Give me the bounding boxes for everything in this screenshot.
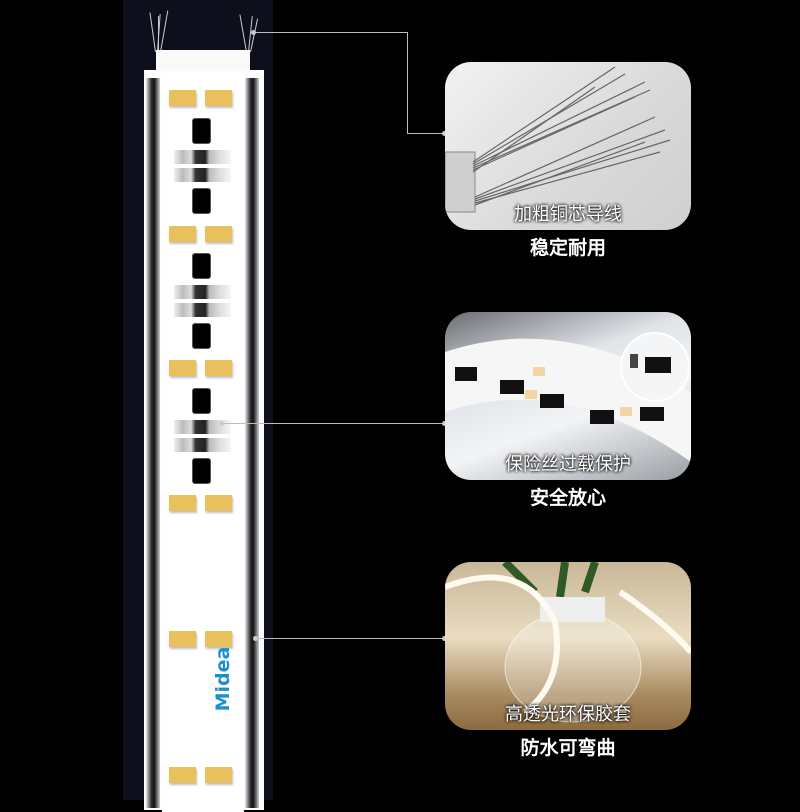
ic-chip (192, 458, 211, 484)
resistor (174, 420, 231, 434)
resistor (174, 168, 231, 182)
led-chip (169, 495, 196, 511)
callout-caption: 加粗铜芯导线 (514, 204, 622, 225)
circuit-board-illustration (445, 332, 691, 462)
led-chip (169, 767, 196, 783)
resistor (174, 150, 231, 164)
resistor (174, 438, 231, 452)
brand-logo: Midea (212, 646, 234, 712)
callout-card-wires: 加粗铜芯导线 (445, 62, 691, 230)
led-chip (205, 631, 232, 647)
strip-rail-right (245, 78, 259, 808)
led-chip (169, 360, 196, 376)
resistor (174, 303, 231, 317)
resistor (174, 285, 231, 299)
callout-card-fuse: 保险丝过载保护 (445, 312, 691, 480)
callout-subtitle: 安全放心 (529, 487, 606, 509)
copper-wires-illustration (445, 66, 671, 213)
glass-vase-illustration (445, 562, 691, 723)
ic-chip (192, 323, 211, 349)
ic-chip (192, 118, 211, 144)
led-chip (205, 226, 232, 242)
led-chip (205, 360, 232, 376)
led-chip (169, 90, 196, 106)
callout-caption: 高透光环保胶套 (505, 704, 631, 725)
callout-subtitle: 防水可弯曲 (520, 737, 616, 759)
strip-end-cap (156, 50, 250, 72)
callout-card-waterproof: 高透光环保胶套 (445, 562, 691, 730)
strip-rail-left (146, 78, 160, 808)
ic-chip (192, 188, 211, 214)
ic-chip (192, 253, 211, 279)
callout-subtitle: 稳定耐用 (529, 237, 606, 259)
led-chip (205, 495, 232, 511)
callout-caption: 保险丝过载保护 (505, 454, 631, 475)
led-chip (205, 767, 232, 783)
led-chip (205, 90, 232, 106)
led-chip (169, 631, 196, 647)
ic-chip (192, 388, 211, 414)
led-chip (169, 226, 196, 242)
